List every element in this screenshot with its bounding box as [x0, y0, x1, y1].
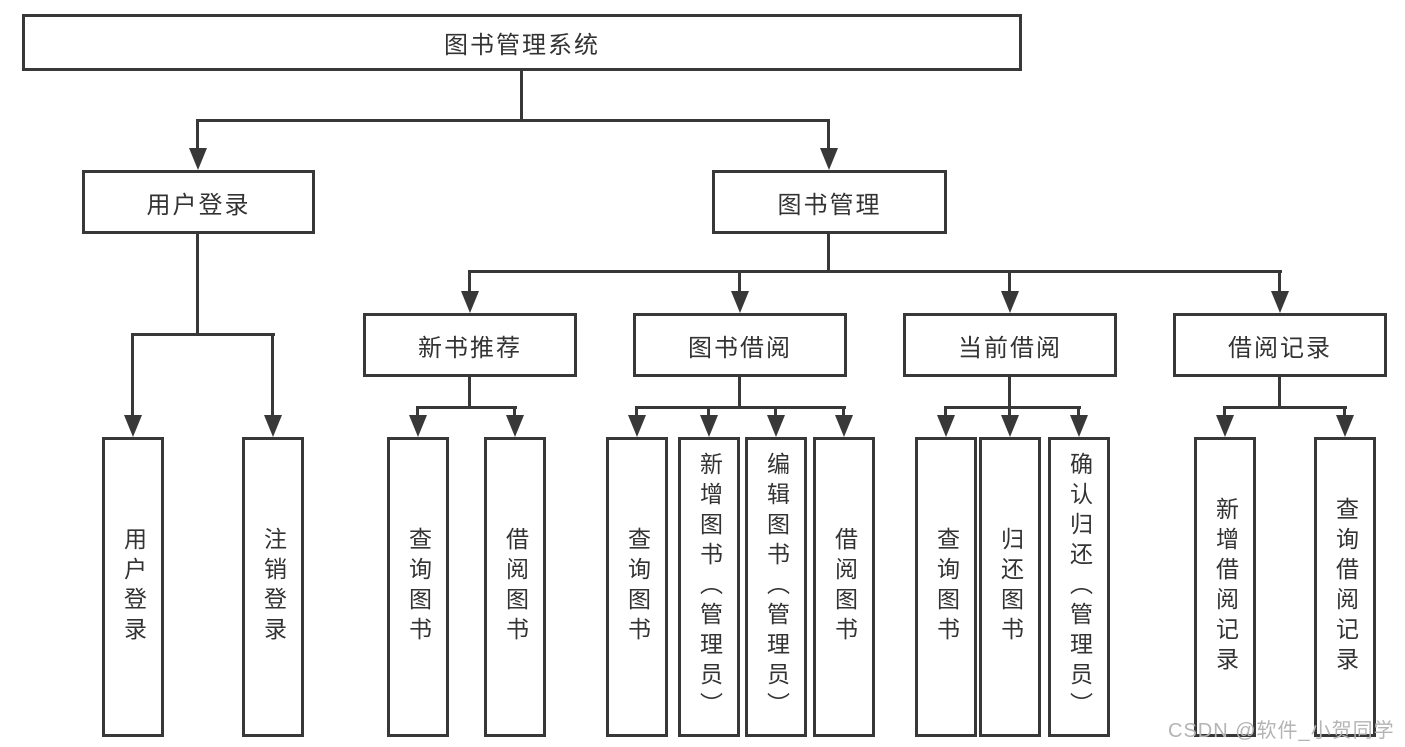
connector-line	[416, 406, 517, 409]
node-rec-borrow-books: 借阅图书	[484, 437, 546, 737]
node-bb-query-books: 查询图书	[606, 437, 668, 737]
connector-line	[131, 333, 134, 417]
arrowhead	[1216, 415, 1234, 437]
arrowhead	[1271, 291, 1289, 313]
node-logout-action-label: 注销登录	[260, 527, 287, 647]
connector-line	[131, 333, 275, 336]
connector-line	[635, 406, 846, 409]
connector-line	[1223, 406, 1347, 409]
node-book-borrow-label: 图书借阅	[688, 334, 792, 362]
connector-line	[1278, 270, 1281, 293]
connector-line	[738, 377, 741, 408]
node-user-login: 用户登录	[82, 170, 315, 234]
node-br-add-record-label: 新增借阅记录	[1212, 497, 1239, 677]
node-book-management-label: 图书管理	[777, 191, 882, 219]
connector-line	[944, 406, 1081, 409]
connector-line	[416, 406, 419, 417]
arrowhead	[409, 415, 427, 437]
node-rec-borrow-books-label: 借阅图书	[502, 527, 529, 647]
node-library-system: 图书管理系统	[22, 14, 1022, 71]
node-bb-borrow-books-label: 借阅图书	[831, 527, 858, 647]
node-br-query-record-label: 查询借阅记录	[1332, 497, 1359, 677]
connector-line	[468, 270, 1282, 273]
node-bb-edit-books-admin-label: 编辑图书（管理员）	[763, 452, 790, 722]
csdn-watermark: CSDN @软件_小贺同学	[1168, 720, 1395, 742]
node-current-borrow-label: 当前借阅	[958, 334, 1062, 362]
connector-line	[1223, 406, 1226, 417]
node-borrow-records: 借阅记录	[1173, 313, 1387, 377]
node-bb-add-books-admin-label: 新增图书（管理员）	[696, 452, 723, 722]
node-current-borrow: 当前借阅	[903, 313, 1117, 377]
connector-line	[271, 333, 274, 417]
arrowhead	[1070, 415, 1088, 437]
arrowhead	[124, 415, 142, 437]
connector-line	[944, 406, 947, 417]
connector-line	[196, 119, 199, 151]
node-book-management: 图书管理	[712, 170, 947, 234]
arrowhead	[767, 415, 785, 437]
connector-line	[1008, 406, 1011, 417]
connector-line	[468, 377, 471, 408]
node-bb-query-books-label: 查询图书	[624, 527, 651, 647]
node-rec-query-books-label: 查询图书	[405, 527, 432, 647]
node-borrow-records-label: 借阅记录	[1228, 334, 1332, 362]
node-bb-add-books-admin: 新增图书（管理员）	[678, 437, 740, 737]
connector-line	[827, 119, 830, 151]
arrowhead	[1001, 415, 1019, 437]
connector-line	[1008, 377, 1011, 408]
node-cb-confirm-return-admin-label: 确认归还（管理员）	[1066, 452, 1093, 722]
arrowhead	[461, 291, 479, 313]
connector-line	[1008, 270, 1011, 293]
connector-line	[635, 406, 638, 417]
node-bb-edit-books-admin: 编辑图书（管理员）	[745, 437, 807, 737]
connector-line	[738, 270, 741, 293]
arrowhead	[700, 415, 718, 437]
node-cb-query-books-label: 查询图书	[933, 527, 960, 647]
node-new-book-recommend: 新书推荐	[363, 313, 577, 377]
connector-line	[1077, 406, 1080, 417]
node-logout-action: 注销登录	[242, 437, 304, 737]
arrowhead	[264, 415, 282, 437]
connector-line	[196, 233, 199, 336]
node-user-login-action: 用户登录	[102, 437, 164, 737]
arrowhead	[835, 415, 853, 437]
connector-line	[707, 406, 710, 417]
node-cb-return-books: 归还图书	[979, 437, 1041, 737]
connector-line	[774, 406, 777, 417]
node-user-login-action-label: 用户登录	[120, 527, 147, 647]
arrowhead	[1001, 291, 1019, 313]
node-rec-query-books: 查询图书	[387, 437, 449, 737]
arrowhead	[506, 415, 524, 437]
node-cb-query-books: 查询图书	[915, 437, 977, 737]
connector-line	[468, 270, 471, 293]
arrowhead	[628, 415, 646, 437]
arrowhead	[189, 148, 207, 170]
node-cb-return-books-label: 归还图书	[997, 527, 1024, 647]
connector-line	[1343, 406, 1346, 417]
node-user-login-label: 用户登录	[146, 191, 251, 219]
node-bb-borrow-books: 借阅图书	[813, 437, 875, 737]
node-br-add-record: 新增借阅记录	[1194, 437, 1256, 737]
node-book-borrow: 图书借阅	[633, 313, 847, 377]
connector-line	[1278, 377, 1281, 408]
arrowhead	[820, 148, 838, 170]
connector-line	[196, 119, 830, 122]
node-library-system-label: 图书管理系统	[444, 32, 600, 59]
node-br-query-record: 查询借阅记录	[1314, 437, 1376, 737]
connector-line	[520, 70, 523, 122]
node-cb-confirm-return-admin: 确认归还（管理员）	[1048, 437, 1110, 737]
arrowhead	[937, 415, 955, 437]
node-new-book-recommend-label: 新书推荐	[418, 334, 522, 362]
connector-line	[842, 406, 845, 417]
arrowhead	[731, 291, 749, 313]
connector-line	[827, 233, 830, 273]
arrowhead	[1336, 415, 1354, 437]
connector-line	[513, 406, 516, 417]
